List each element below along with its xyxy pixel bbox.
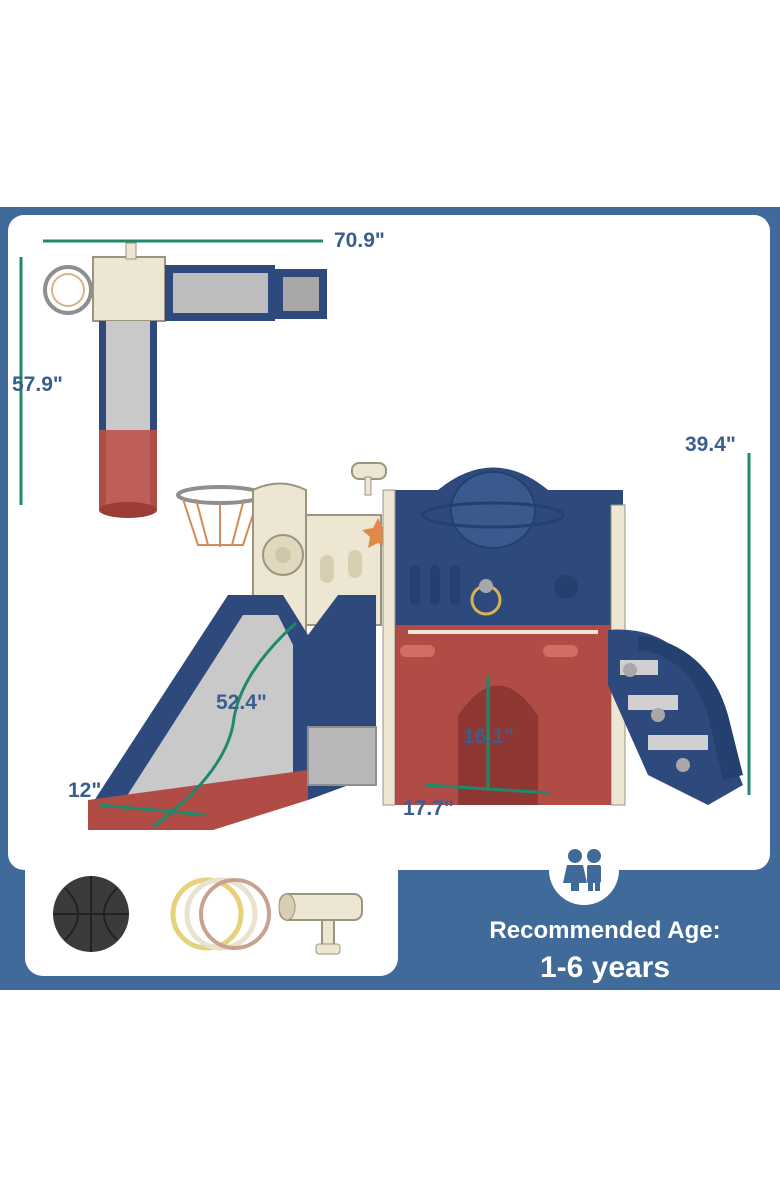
- recommended-age-value: 1-6 years: [539, 951, 671, 984]
- slide-width-measure-line: [99, 803, 207, 817]
- playset-illustration: [19, 239, 751, 830]
- dimension-panel: 70.9" 57.9" 39.4" 52.4" 12" 16.1" 17.7": [8, 215, 770, 870]
- basketball-hoop: [176, 485, 264, 505]
- top-view: [43, 242, 327, 518]
- arch-height-label: 16.1": [463, 725, 514, 748]
- product-frame: 70.9" 57.9" 39.4" 52.4" 12" 16.1" 17.7": [0, 207, 780, 990]
- top-depth-label: 57.9": [12, 373, 63, 396]
- slide-length-measure-line: [152, 621, 298, 829]
- basketball-icon: [53, 876, 129, 952]
- ring-toss-icon: [170, 877, 271, 951]
- front-view: [88, 462, 743, 830]
- arch-width-measure-line: [425, 783, 551, 795]
- slide-width-label: 12": [68, 779, 102, 802]
- height-label: 39.4": [685, 433, 736, 456]
- measurement-lines: [19, 239, 751, 829]
- slide-length-label: 52.4": [216, 691, 267, 714]
- kids-icon: [549, 835, 619, 905]
- accessories-box: [25, 848, 398, 976]
- telescope-icon: [278, 893, 363, 955]
- top-width-label: 70.9": [334, 229, 385, 252]
- recommended-age-label: Recommended Age:: [489, 917, 721, 944]
- arch-width-label: 17.7": [403, 797, 454, 820]
- hoop-top-view: [43, 265, 93, 315]
